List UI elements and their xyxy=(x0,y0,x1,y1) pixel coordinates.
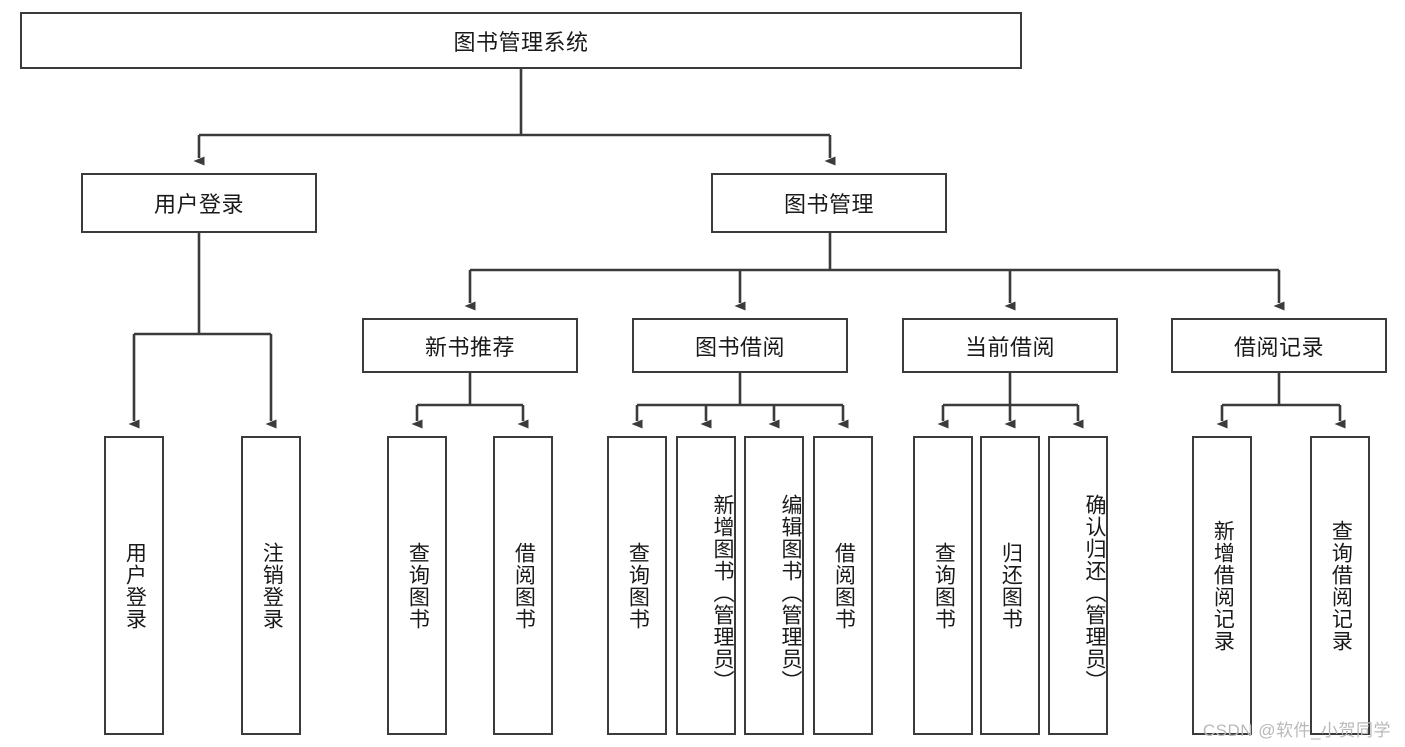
node-label: 用户登录 xyxy=(123,541,147,630)
leaf-confirm-return-admin[interactable]: 确认归还（管理员） xyxy=(1048,436,1108,735)
node-label: 编辑图书（管理员） xyxy=(779,493,802,692)
leaf-logout[interactable]: 注销登录 xyxy=(241,436,301,735)
node-new-book-recommend[interactable]: 新书推荐 xyxy=(362,318,578,373)
node-label: 借阅图书 xyxy=(512,541,536,630)
leaf-query-book-recommend[interactable]: 查询图书 xyxy=(387,436,447,735)
csdn-watermark: CSDN @软件_小贺同学 xyxy=(1202,721,1391,740)
node-label: 新增图书（管理员） xyxy=(711,493,734,692)
node-label: 借阅图书 xyxy=(832,541,856,630)
node-root-library-system[interactable]: 图书管理系统 xyxy=(20,12,1022,69)
node-book-borrow[interactable]: 图书借阅 xyxy=(632,318,848,373)
node-label: 注销登录 xyxy=(260,541,284,630)
node-label: 查询图书 xyxy=(932,541,956,630)
node-label: 图书管理 xyxy=(783,192,874,217)
node-label: 查询借阅记录 xyxy=(1329,519,1353,652)
node-borrow-records[interactable]: 借阅记录 xyxy=(1171,318,1387,373)
leaf-query-book-borrow[interactable]: 查询图书 xyxy=(607,436,667,735)
leaf-add-borrow-record[interactable]: 新增借阅记录 xyxy=(1192,436,1252,735)
node-label: 归还图书 xyxy=(999,541,1023,630)
node-current-borrow[interactable]: 当前借阅 xyxy=(902,318,1118,373)
node-label: 查询图书 xyxy=(406,541,430,630)
node-label: 查询图书 xyxy=(626,541,650,630)
node-label: 确认归还（管理员） xyxy=(1083,493,1106,692)
leaf-borrow-book-recommend[interactable]: 借阅图书 xyxy=(493,436,553,735)
node-label: 图书借阅 xyxy=(694,334,785,360)
node-label: 当前借阅 xyxy=(964,334,1055,360)
leaf-query-borrow-record[interactable]: 查询借阅记录 xyxy=(1310,436,1370,735)
leaf-add-book-admin[interactable]: 新增图书（管理员） xyxy=(676,436,736,735)
node-book-management[interactable]: 图书管理 xyxy=(711,173,947,233)
leaf-edit-book-admin[interactable]: 编辑图书（管理员） xyxy=(744,436,804,735)
node-label: 借阅记录 xyxy=(1233,334,1324,360)
leaf-query-book-current[interactable]: 查询图书 xyxy=(913,436,973,735)
leaf-return-book[interactable]: 归还图书 xyxy=(980,436,1040,735)
node-label: 用户登录 xyxy=(153,192,244,217)
node-label: 图书管理系统 xyxy=(453,29,589,55)
node-label: 新书推荐 xyxy=(424,334,515,360)
node-label: 新增借阅记录 xyxy=(1211,519,1235,652)
node-user-login[interactable]: 用户登录 xyxy=(81,173,317,233)
leaf-borrow-book[interactable]: 借阅图书 xyxy=(813,436,873,735)
leaf-user-login[interactable]: 用户登录 xyxy=(104,436,164,735)
